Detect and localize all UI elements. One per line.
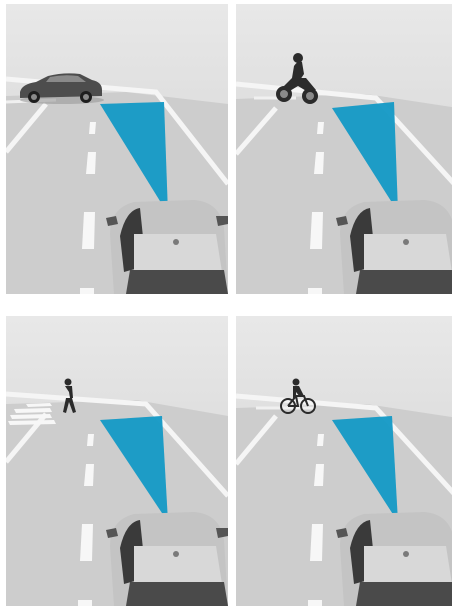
ego-car bbox=[106, 512, 228, 606]
ego-car bbox=[106, 200, 228, 294]
scene-cyclist bbox=[236, 316, 452, 606]
panel-motorcycle bbox=[236, 4, 452, 294]
panel-car-crossing bbox=[6, 4, 228, 294]
ego-car bbox=[336, 200, 452, 294]
panel-pedestrian bbox=[6, 316, 228, 606]
panel-cyclist bbox=[236, 316, 452, 606]
ego-car bbox=[336, 512, 452, 606]
scene-pedestrian bbox=[6, 316, 228, 606]
scene-motorcycle bbox=[236, 4, 452, 294]
scene-car bbox=[6, 4, 228, 294]
